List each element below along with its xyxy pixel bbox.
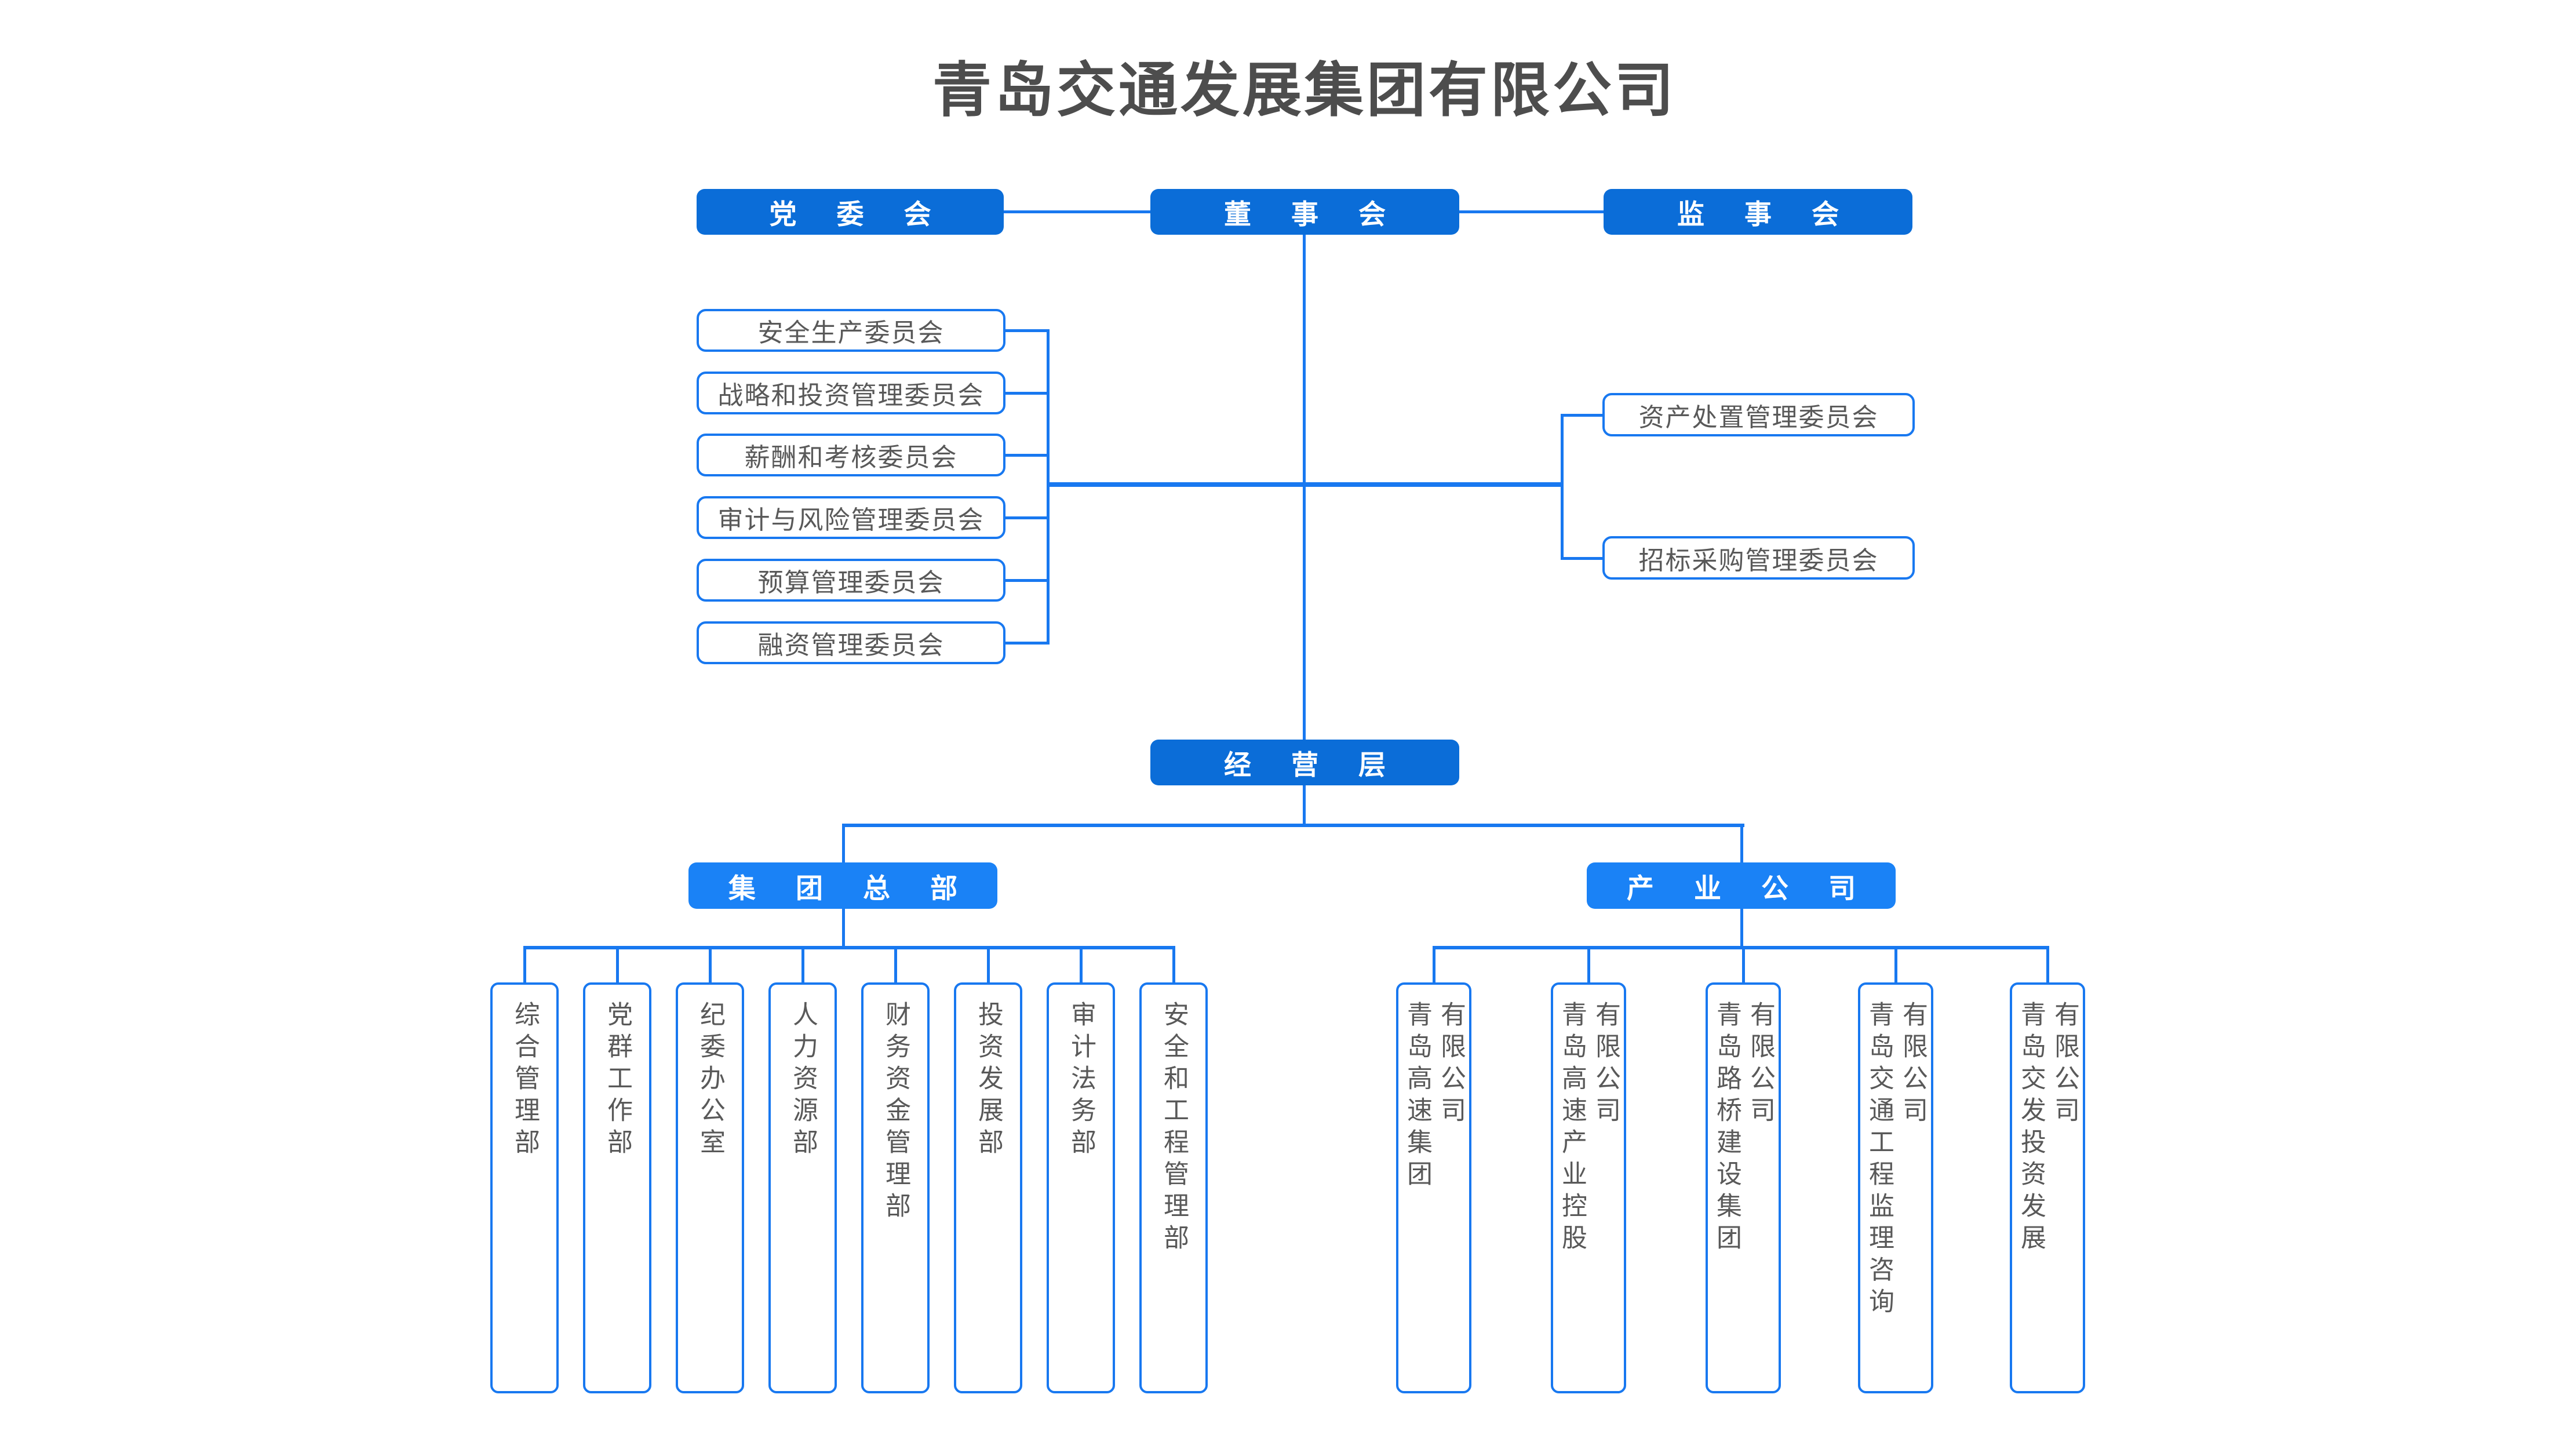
dept-general-admin: 综合管理部: [490, 982, 559, 1393]
node-management-layer: 经 营 层: [1150, 740, 1459, 785]
company-qingdao-road-bridge-construction: 青岛路桥建设集团有限公司: [1706, 982, 1781, 1393]
connector-dept-drop-2: [616, 946, 619, 982]
connector-industry-bus: [1433, 946, 2049, 949]
company-name: 青岛路桥建设集团: [1713, 1001, 1741, 1256]
committee-strategy-investment: 战略和投资管理委员会: [697, 372, 1005, 414]
connector-dept-drop-7: [1080, 946, 1083, 982]
committee-safety-production: 安全生产委员会: [697, 309, 1005, 352]
company-name: 青岛交通工程监理咨询: [1865, 1001, 1893, 1320]
connector-board-management-spine: [1303, 235, 1306, 740]
committee-budget: 预算管理委员会: [697, 559, 1005, 602]
page-title: 青岛交通发展集团有限公司: [932, 57, 1677, 123]
dept-discipline-office: 纪委办公室: [676, 982, 744, 1393]
node-industry-companies: 产 业 公 司: [1587, 862, 1896, 909]
committee-bidding-procurement: 招标采购管理委员会: [1602, 536, 1915, 580]
company-qingdao-expressway-industry-holding: 青岛高速产业控股有限公司: [1551, 982, 1626, 1393]
connector-industry-bus-drop: [1740, 909, 1743, 947]
connector-dept-drop-4: [801, 946, 804, 982]
dept-human-resources: 人力资源部: [768, 982, 837, 1393]
company-suffix: 有限公司: [2050, 1001, 2079, 1128]
connector-headquarters-drop: [842, 824, 845, 862]
dept-label: 纪委办公室: [696, 1001, 724, 1160]
company-label: 青岛高速集团有限公司: [1400, 1001, 1467, 1192]
connector-dept-drop-6: [987, 946, 990, 982]
connector-headquarters-bus-drop: [842, 909, 845, 947]
dept-finance-treasury: 财务资金管理部: [861, 982, 930, 1393]
connector-right-committee-bracket: [1561, 414, 1564, 560]
dept-label: 财务资金管理部: [881, 1001, 910, 1224]
dept-label: 审计法务部: [1067, 1001, 1095, 1160]
dept-label: 人力资源部: [789, 1001, 817, 1160]
dept-label: 投资发展部: [974, 1001, 1003, 1160]
connector-company-drop-4: [1894, 946, 1897, 982]
dept-safety-engineering: 安全和工程管理部: [1139, 982, 1208, 1393]
company-qingdao-traffic-engineering-supervision: 青岛交通工程监理咨询有限公司: [1858, 982, 1933, 1393]
company-label: 青岛高速产业控股有限公司: [1555, 1001, 1622, 1256]
company-label: 青岛交发投资发展有限公司: [2014, 1001, 2081, 1256]
dept-investment-development: 投资发展部: [954, 982, 1022, 1393]
connector-board-supervisory: [1459, 210, 1604, 213]
connector-stub-strategy-investment: [1005, 392, 1050, 395]
connector-division-splitter: [842, 824, 1744, 827]
connector-company-drop-1: [1433, 946, 1435, 982]
connector-industry-drop: [1740, 824, 1743, 862]
connector-stub-bidding-procurement: [1561, 557, 1604, 560]
dept-audit-legal: 审计法务部: [1047, 982, 1115, 1393]
connector-dept-drop-3: [709, 946, 712, 982]
committee-audit-risk: 审计与风险管理委员会: [697, 496, 1005, 539]
company-qingdao-jiaofa-investment-development: 青岛交发投资发展有限公司: [2010, 982, 2085, 1393]
node-group-headquarters: 集 团 总 部: [688, 862, 997, 909]
connector-dept-drop-5: [894, 946, 897, 982]
dept-label: 党群工作部: [603, 1001, 632, 1160]
connector-stub-asset-disposal: [1561, 414, 1604, 417]
committee-financing: 融资管理委员会: [697, 621, 1005, 664]
node-party-committee: 党 委 会: [697, 189, 1004, 235]
connector-stub-audit-risk: [1005, 516, 1050, 519]
connector-party-board: [1004, 210, 1150, 213]
company-suffix: 有限公司: [1591, 1001, 1620, 1128]
company-suffix: 有限公司: [1899, 1001, 1927, 1128]
node-board-of-directors: 董 事 会: [1150, 189, 1459, 235]
dept-label: 安全和工程管理部: [1160, 1001, 1188, 1256]
connector-stub-safety-production: [1005, 329, 1050, 332]
company-name: 青岛交发投资发展: [2017, 1001, 2045, 1256]
node-supervisory-board: 监 事 会: [1604, 189, 1912, 235]
connector-stub-compensation-assessment: [1005, 454, 1050, 457]
connector-headquarters-bus: [523, 946, 1175, 949]
connector-stub-financing: [1005, 642, 1050, 645]
connector-committee-trunk: [1047, 482, 1564, 487]
connector-dept-drop-1: [523, 946, 526, 982]
company-suffix: 有限公司: [1746, 1001, 1775, 1128]
company-name: 青岛高速产业控股: [1558, 1001, 1586, 1256]
dept-party-mass-work: 党群工作部: [583, 982, 651, 1393]
connector-left-committee-bus: [1047, 329, 1050, 645]
committee-compensation-assessment: 薪酬和考核委员会: [697, 434, 1005, 476]
company-label: 青岛交通工程监理咨询有限公司: [1862, 1001, 1929, 1320]
company-suffix: 有限公司: [1437, 1001, 1465, 1128]
connector-dept-drop-8: [1172, 946, 1175, 982]
company-qingdao-expressway-group: 青岛高速集团有限公司: [1396, 982, 1471, 1393]
connector-stub-budget: [1005, 579, 1050, 582]
connector-management-down: [1303, 785, 1306, 826]
company-label: 青岛路桥建设集团有限公司: [1710, 1001, 1777, 1256]
company-name: 青岛高速集团: [1403, 1001, 1431, 1192]
connector-company-drop-2: [1587, 946, 1590, 982]
committee-asset-disposal: 资产处置管理委员会: [1602, 393, 1915, 436]
dept-label: 综合管理部: [511, 1001, 539, 1160]
connector-company-drop-3: [1742, 946, 1745, 982]
connector-company-drop-5: [2046, 946, 2049, 982]
